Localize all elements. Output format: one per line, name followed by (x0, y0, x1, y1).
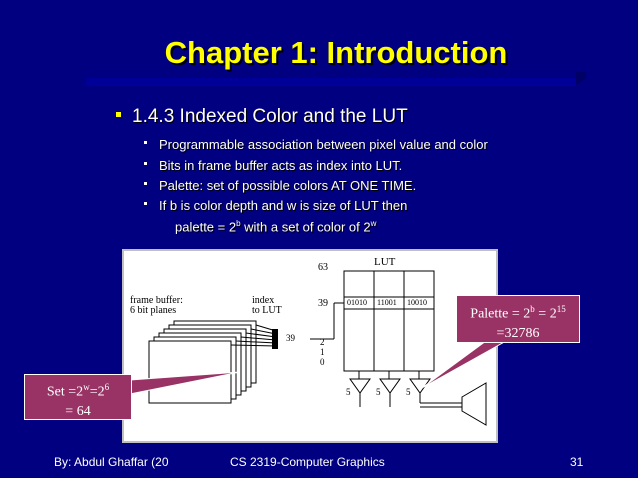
sub-bullet: If b is color depth and w is size of LUT… (144, 198, 407, 213)
set-callout-line2: = 64 (65, 403, 91, 419)
footer-author: By: Abdul Ghaffar (20 (54, 455, 169, 469)
index-label: index (252, 295, 275, 306)
palette-callout: Palette = 2b = 215 =32786 (456, 295, 580, 343)
sub-bullet: Bits in frame buffer acts as index into … (144, 158, 402, 173)
set-callout-line1: Set =2w=26 (46, 382, 110, 400)
index-digit: 2 (320, 337, 325, 347)
bit-planes-label: 6 bit planes (130, 305, 177, 316)
palette-callout-line1: Palette = 2b = 215 (470, 304, 566, 322)
bullet-dot-icon (144, 202, 147, 206)
to-lut-label: to LUT (252, 305, 282, 316)
index-digit: 0 (320, 357, 325, 367)
set-callout: Set =2w=26 = 64 (24, 374, 132, 420)
index-39-label: 39 (318, 298, 328, 309)
index-39-wire-label: 39 (286, 333, 295, 343)
green-output-bits: 5 (376, 387, 381, 397)
title-banner: Chapter 1: Introduction (86, 32, 586, 86)
frame-buffer-label: frame buffer: (130, 295, 183, 306)
sub-bullet-text: Palette: set of possible colors AT ONE T… (159, 178, 417, 193)
lut-green-bits: 11001 (377, 298, 397, 307)
index-63-label: 63 (318, 262, 328, 273)
footer-page-number: 31 (570, 455, 584, 469)
sub-bullet: Palette: set of possible colors AT ONE T… (144, 178, 416, 193)
index-digit: 1 (320, 347, 325, 357)
sub-bullet: Programmable association between pixel v… (144, 137, 488, 152)
bullet-dot-icon (144, 182, 147, 186)
main-bullet-text: 1.4.3 Indexed Color and the LUT (132, 106, 408, 127)
sub-bullet-text: Bits in frame buffer acts as index into … (159, 158, 403, 173)
title-underline (86, 72, 586, 86)
lut-diagram-drawing (148, 270, 487, 426)
red-output-bits: 5 (346, 387, 351, 397)
blue-output-bits: 5 (406, 387, 411, 397)
bullet-marker-icon (116, 112, 121, 118)
sub-bullet-text: Programmable association between pixel v… (159, 137, 488, 152)
lut-blue-bits: 10010 (407, 298, 427, 307)
lut-label: LUT (374, 256, 396, 268)
footer-course: CS 2319-Computer Graphics (230, 455, 385, 469)
palette-callout-line2: =32786 (496, 325, 540, 341)
sub-bullet-text: If b is color depth and w is size of LUT… (159, 198, 408, 213)
lut-diagram: frame buffer: 6 bit planes index to LUT … (122, 249, 498, 443)
palette-formula: palette = 2b with a set of color of 2w (175, 219, 377, 235)
slide-title: Chapter 1: Introduction (164, 35, 508, 70)
bullet-dot-icon (144, 162, 147, 166)
lut-red-bits: 01010 (347, 298, 367, 307)
bullet-dot-icon (144, 141, 147, 145)
main-bullet: 1.4.3 Indexed Color and the LUT (116, 106, 408, 128)
